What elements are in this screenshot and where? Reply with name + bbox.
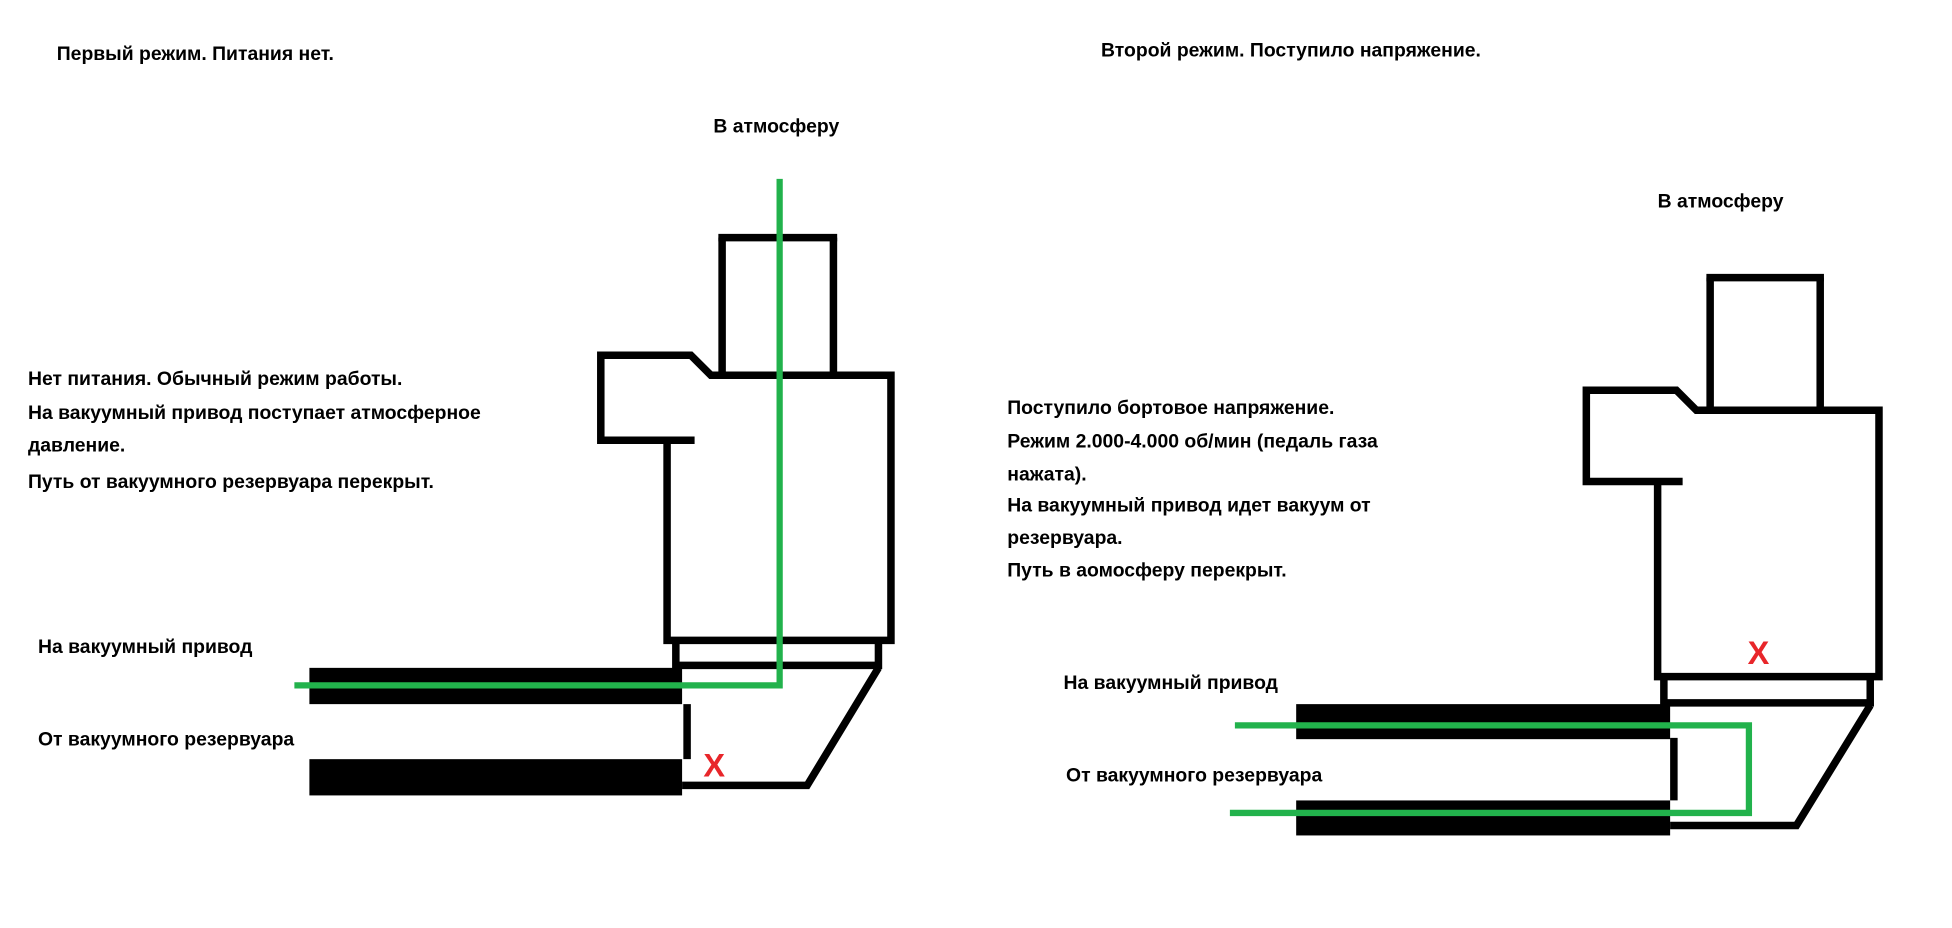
mode1-title: Первый режим. Питания нет. xyxy=(57,43,334,65)
mode1-blocked-mark: X xyxy=(703,748,725,784)
mode1-reservoir-label: От вакуумного резервуара xyxy=(38,728,294,750)
mode2-reservoir-pipe xyxy=(1296,800,1671,836)
mode2-desc-line: нажата). xyxy=(1007,463,1086,485)
mode2-desc-line: На вакуумный привод идет вакуум от xyxy=(1007,495,1370,517)
mode1-desc-line: давление. xyxy=(28,434,125,456)
mode2-desc-line: Поступило бортовое напряжение. xyxy=(1007,397,1334,419)
mode2-title: Второй режим. Поступило напряжение. xyxy=(1101,39,1481,61)
mode1-diagram: Первый режим. Питания нет. В атмосферу Н… xyxy=(28,43,895,796)
mode1-atmosphere-label: В атмосферу xyxy=(713,116,839,138)
mode2-atmosphere-label: В атмосферу xyxy=(1658,191,1784,213)
mode2-valve-body xyxy=(1582,273,1883,830)
mode1-actuator-label: На вакуумный привод xyxy=(38,636,252,658)
mode1-reservoir-pipe xyxy=(309,759,683,796)
mode1-desc-line: Нет питания. Обычный режим работы. xyxy=(28,368,402,390)
mode2-desc-line: Режим 2.000-4.000 об/мин (педаль газа xyxy=(1007,431,1378,453)
mode2-blocked-mark: X xyxy=(1748,635,1770,671)
mode2-diagram: Второй режим. Поступило напряжение. В ат… xyxy=(1007,39,1883,836)
mode2-desc-line: резервуара. xyxy=(1007,527,1122,549)
mode1-flow-path xyxy=(294,178,783,689)
mode2-reservoir-label: От вакуумного резервуара xyxy=(1066,765,1322,787)
mode2-actuator-label: На вакуумный привод xyxy=(1064,672,1278,694)
mode2-actuator-pipe xyxy=(1296,704,1671,740)
mode2-desc-line: Путь в аомосферу перекрыт. xyxy=(1007,560,1286,582)
mode1-desc-line: Путь от вакуумного резервуара перекрыт. xyxy=(28,471,434,493)
mode1-desc-line: На вакуумный привод поступает атмосферно… xyxy=(28,402,481,424)
mode2-flow-path xyxy=(1229,722,1753,817)
